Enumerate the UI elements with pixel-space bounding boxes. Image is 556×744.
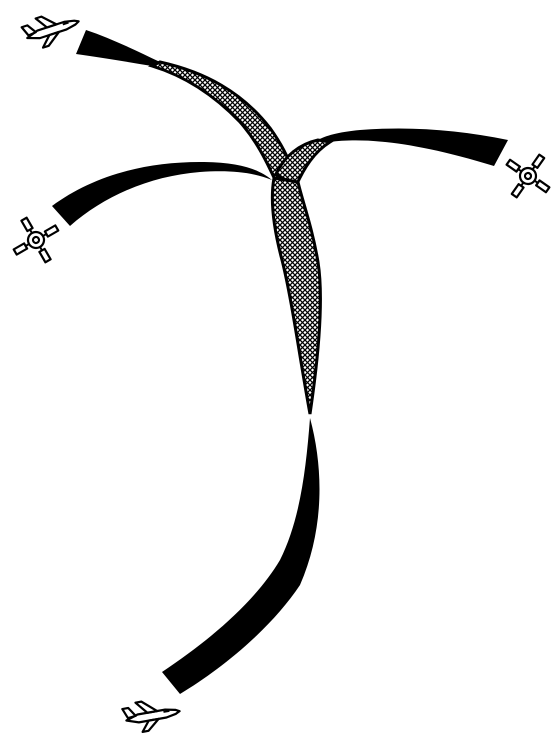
trail-trunk-hatched [272, 178, 320, 414]
trail-right-solid [318, 128, 508, 166]
jet-aircraft-icon [495, 143, 556, 210]
jet-aircraft-icon [122, 695, 182, 734]
trail-top-left-solid [76, 30, 160, 66]
trail-left-solid [52, 162, 272, 226]
jet-aircraft-icon [20, 6, 83, 52]
trail-bottom-solid [162, 418, 319, 694]
jet-aircraft-icon [3, 207, 69, 273]
